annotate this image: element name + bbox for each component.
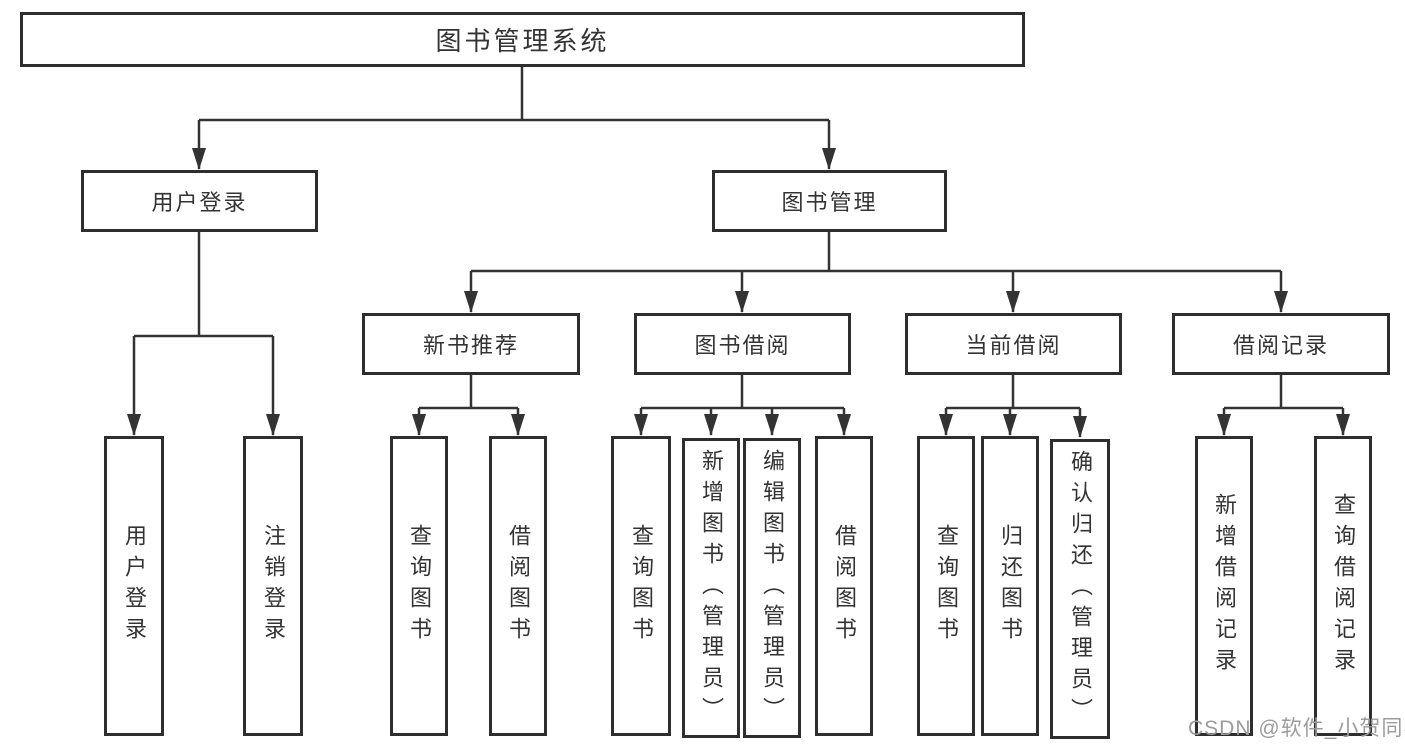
node-book-management: 图书管理 bbox=[712, 170, 947, 232]
leaf-recommend-borrow-books: 借阅图书 bbox=[489, 436, 547, 736]
node-label: 归还图书 bbox=[998, 524, 1023, 648]
node-label: 新书推荐 bbox=[422, 333, 519, 358]
node-label: 图书管理系统 bbox=[435, 26, 610, 56]
node-label: 新增图书（管理员） bbox=[699, 448, 724, 728]
leaf-user-login: 用户登录 bbox=[104, 436, 164, 736]
node-label: 查询图书 bbox=[629, 524, 654, 648]
leaf-borrowing-borrow-books: 借阅图书 bbox=[815, 436, 873, 736]
leaf-borrowing-edit-books-admin: 编辑图书（管理员） bbox=[743, 438, 801, 738]
node-label: 新增借阅记录 bbox=[1212, 493, 1237, 679]
node-label: 查询借阅记录 bbox=[1331, 493, 1356, 679]
node-label: 注销登录 bbox=[261, 524, 286, 648]
node-label: 用户登录 bbox=[151, 190, 248, 215]
node-new-book-recommend: 新书推荐 bbox=[362, 313, 580, 375]
node-label: 借阅记录 bbox=[1232, 333, 1329, 358]
node-label: 确认归还（管理员） bbox=[1068, 449, 1093, 729]
node-book-borrowing: 图书借阅 bbox=[634, 313, 851, 375]
csdn-watermark: CSDN @软件_小贺同学 bbox=[1188, 717, 1405, 740]
node-label: 用户登录 bbox=[122, 524, 147, 648]
node-label: 查询图书 bbox=[407, 524, 432, 648]
node-label: 借阅图书 bbox=[506, 524, 531, 648]
leaf-records-add-record: 新增借阅记录 bbox=[1195, 436, 1253, 736]
leaf-current-confirm-return-admin: 确认归还（管理员） bbox=[1050, 439, 1110, 739]
node-label: 图书管理 bbox=[781, 190, 878, 215]
leaf-recommend-query-books: 查询图书 bbox=[390, 436, 448, 736]
leaf-borrowing-query-books: 查询图书 bbox=[611, 436, 671, 736]
leaf-records-query-record: 查询借阅记录 bbox=[1314, 436, 1372, 736]
node-user-login: 用户登录 bbox=[81, 170, 318, 232]
leaf-logout: 注销登录 bbox=[243, 436, 303, 736]
node-label: 编辑图书（管理员） bbox=[760, 448, 785, 728]
node-label: 借阅图书 bbox=[832, 524, 857, 648]
leaf-current-return-books: 归还图书 bbox=[981, 436, 1039, 736]
node-current-borrowing: 当前借阅 bbox=[905, 313, 1122, 375]
node-label: 当前借阅 bbox=[965, 333, 1062, 358]
leaf-borrowing-add-books-admin: 新增图书（管理员） bbox=[682, 438, 740, 738]
node-library-management-system: 图书管理系统 bbox=[20, 12, 1025, 67]
node-label: 图书借阅 bbox=[694, 333, 791, 358]
node-label: 查询图书 bbox=[934, 524, 959, 648]
leaf-current-query-books: 查询图书 bbox=[917, 436, 975, 736]
node-borrowing-records: 借阅记录 bbox=[1172, 313, 1390, 375]
